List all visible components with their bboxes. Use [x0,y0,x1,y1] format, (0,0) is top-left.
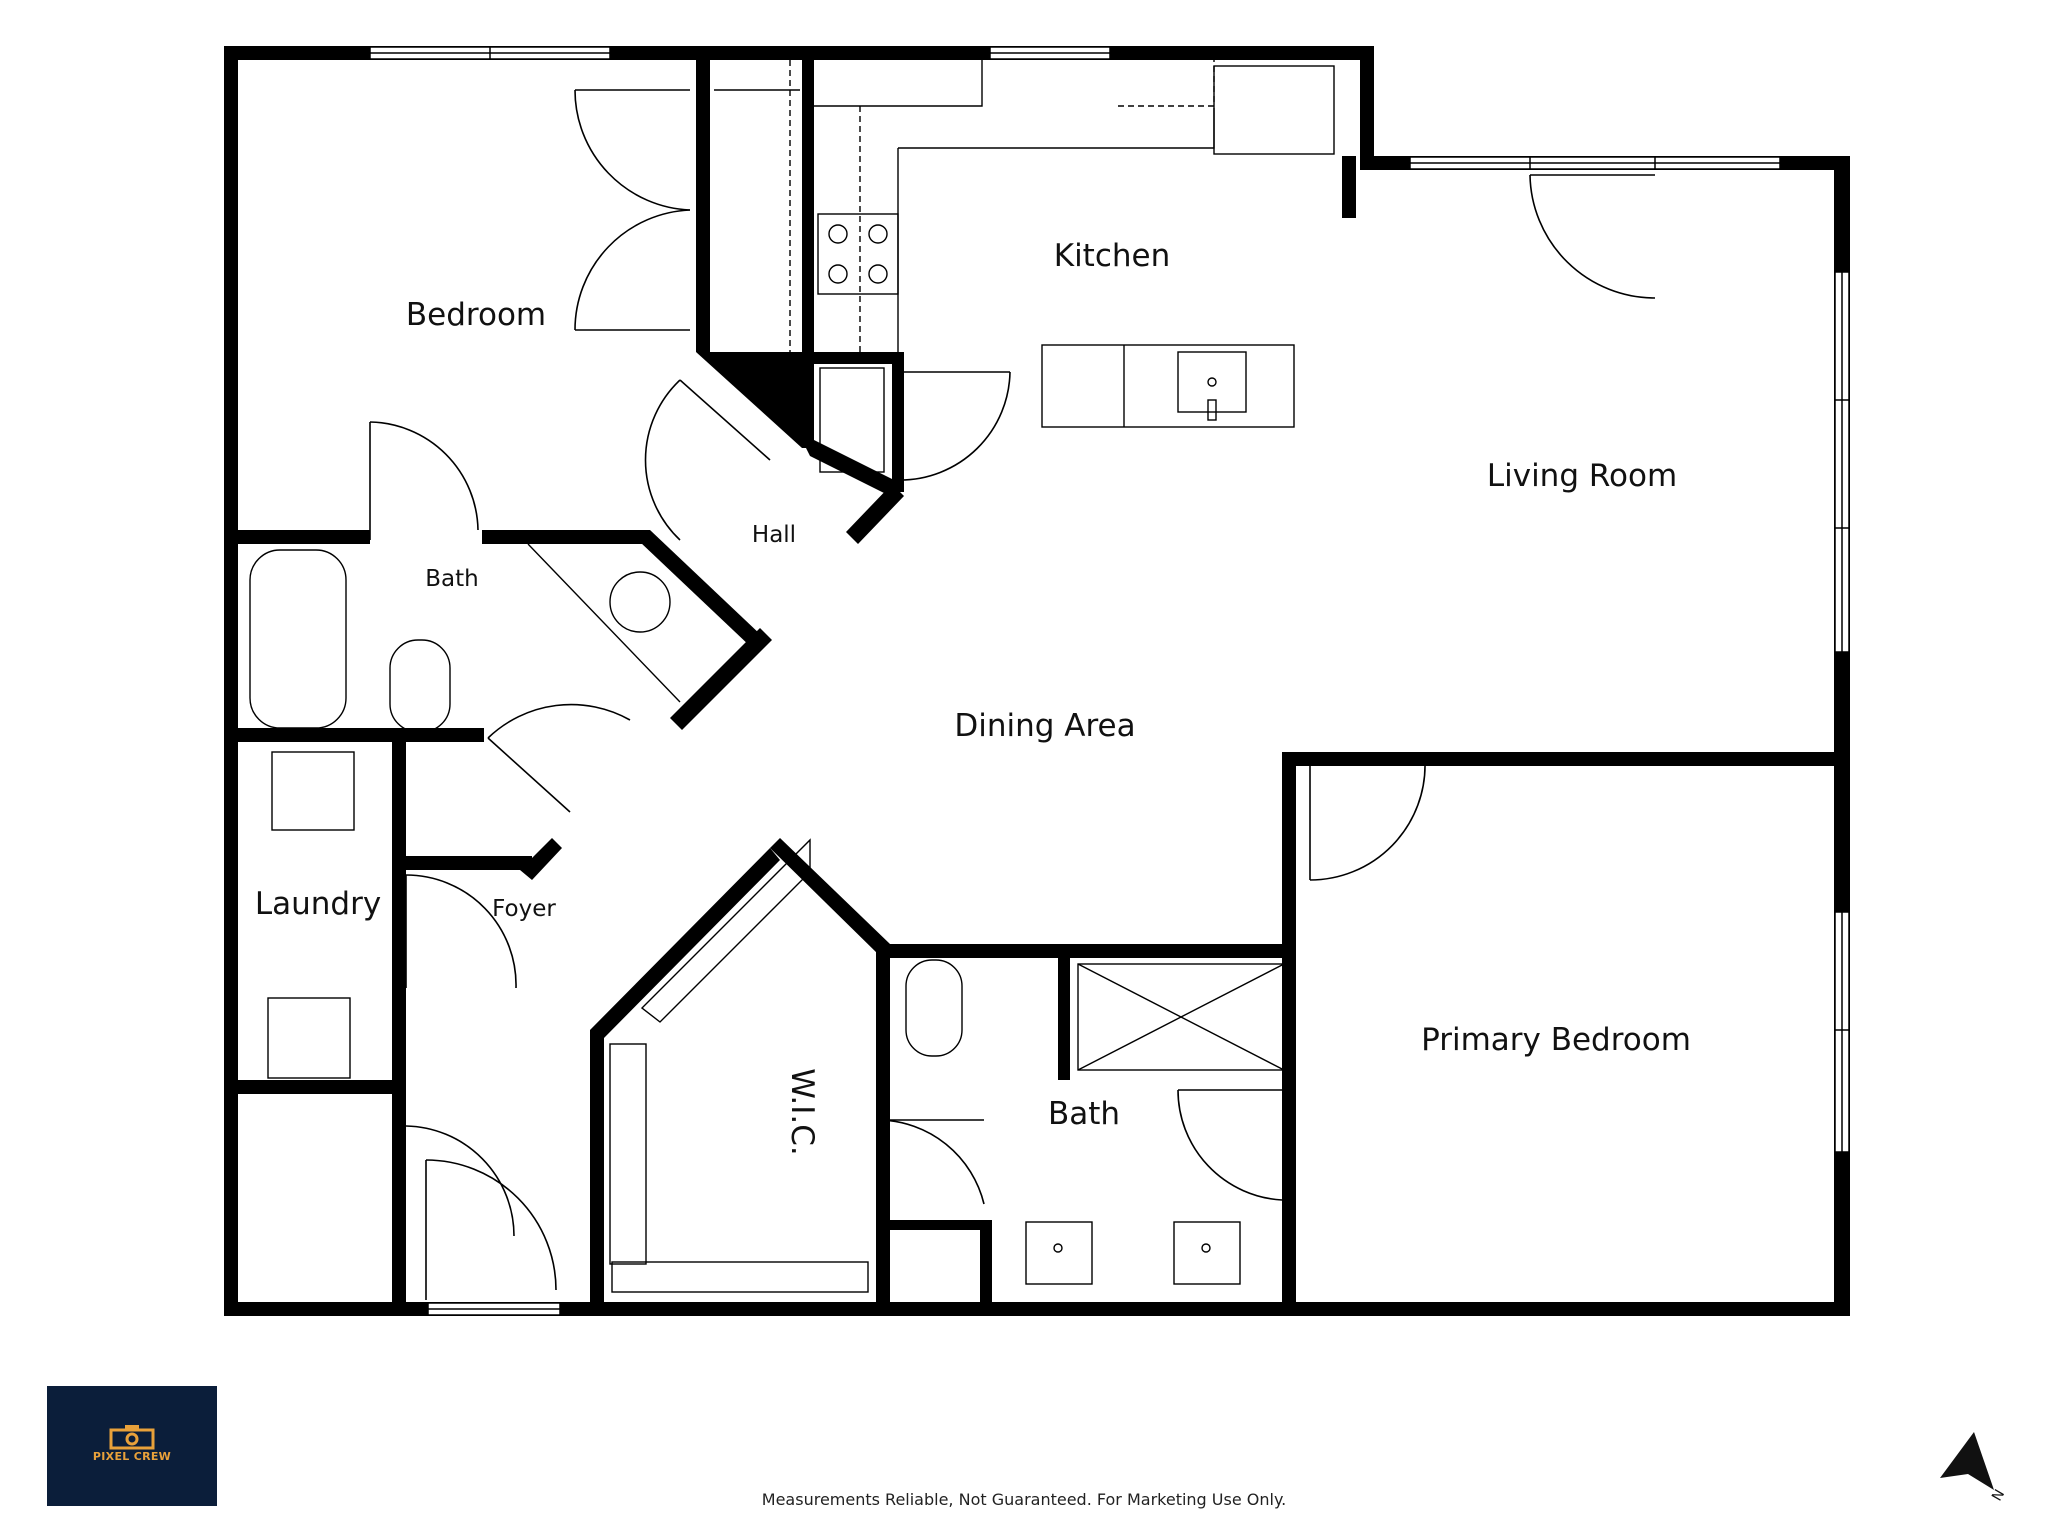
exterior-walls [224,46,1850,1316]
north-arrow-icon: N [1940,1432,2008,1504]
room-label-dining-area: Dining Area [954,708,1135,744]
room-label-hall: Hall [752,522,796,548]
north-arrow-label: N [1989,1487,2008,1504]
room-label-bath: Bath [1048,1096,1120,1132]
room-label-foyer: Foyer [492,896,556,922]
interior-walls [238,60,1850,1312]
room-label-living-room: Living Room [1487,458,1677,494]
disclaimer-text: Measurements Reliable, Not Guaranteed. F… [761,1490,1287,1509]
brand-logo: PIXEL CREW [47,1386,217,1506]
room-label-bedroom: Bedroom [406,297,546,333]
doors [369,89,1656,1300]
camera-icon [109,1425,155,1450]
logo-text: PIXEL CREW [92,1450,172,1463]
room-label-laundry: Laundry [255,886,381,922]
room-label-bath: Bath [425,566,478,592]
room-label-wic: W.I.C. [784,1068,820,1155]
windows [369,46,1850,1316]
room-label-kitchen: Kitchen [1054,238,1171,274]
room-labels: Bedroom Kitchen Living Room Hall Bath Di… [255,238,1691,1156]
fixtures [249,60,1335,1293]
room-label-primary-bedroom: Primary Bedroom [1421,1022,1691,1058]
